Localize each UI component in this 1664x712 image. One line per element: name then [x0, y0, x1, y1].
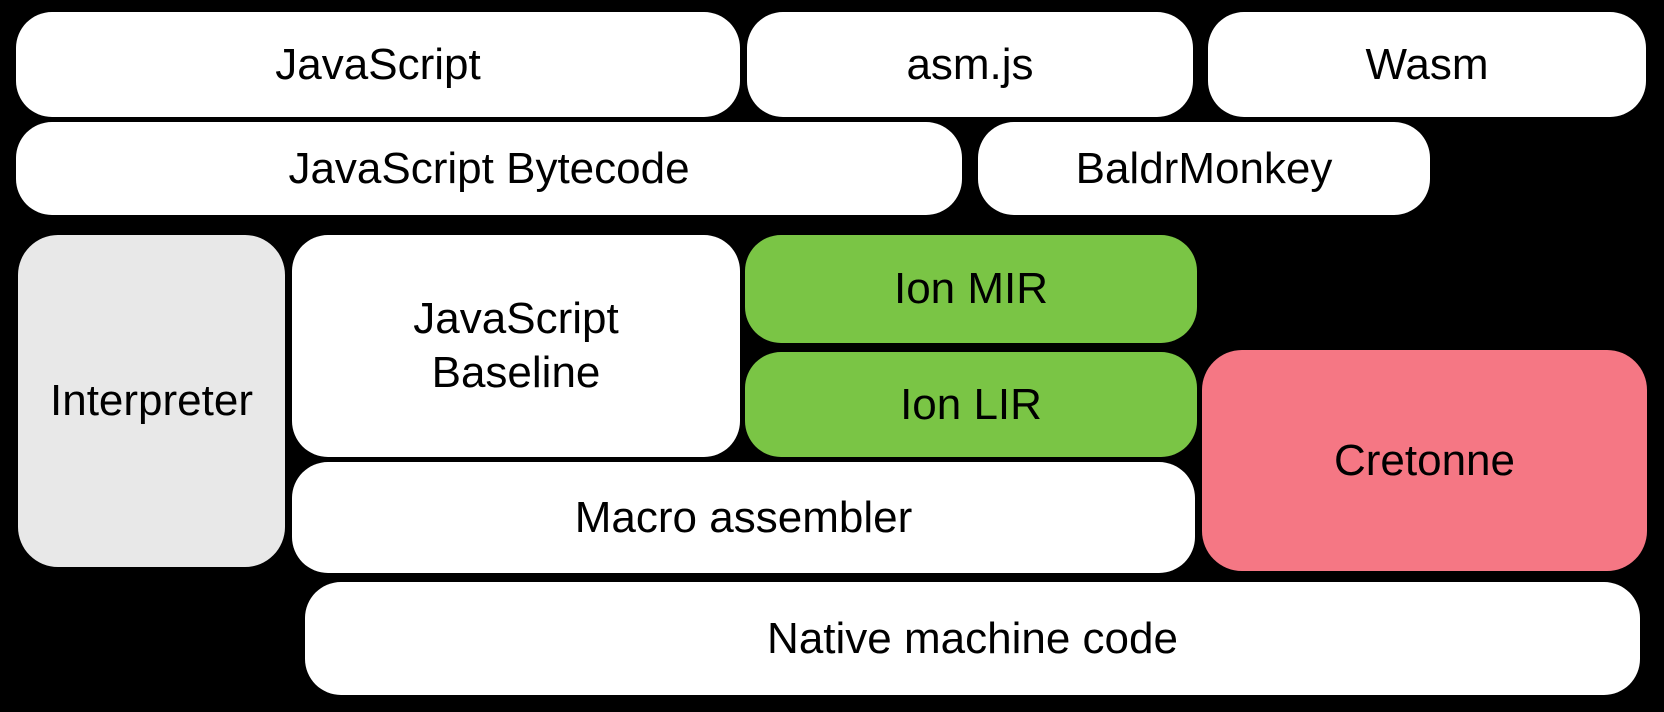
node-javascript-baseline: JavaScript Baseline [292, 235, 740, 457]
node-baldrmonkey: BaldrMonkey [978, 122, 1430, 215]
node-javascript: JavaScript [16, 12, 740, 117]
node-ion-lir: Ion LIR [745, 352, 1197, 457]
node-ion-mir: Ion MIR [745, 235, 1197, 343]
node-wasm: Wasm [1208, 12, 1646, 117]
node-native-machine-code: Native machine code [305, 582, 1640, 695]
node-asm-js: asm.js [747, 12, 1193, 117]
node-interpreter: Interpreter [18, 235, 285, 567]
node-macro-assembler: Macro assembler [292, 462, 1195, 573]
node-javascript-bytecode: JavaScript Bytecode [16, 122, 962, 215]
node-cretonne: Cretonne [1202, 350, 1647, 571]
